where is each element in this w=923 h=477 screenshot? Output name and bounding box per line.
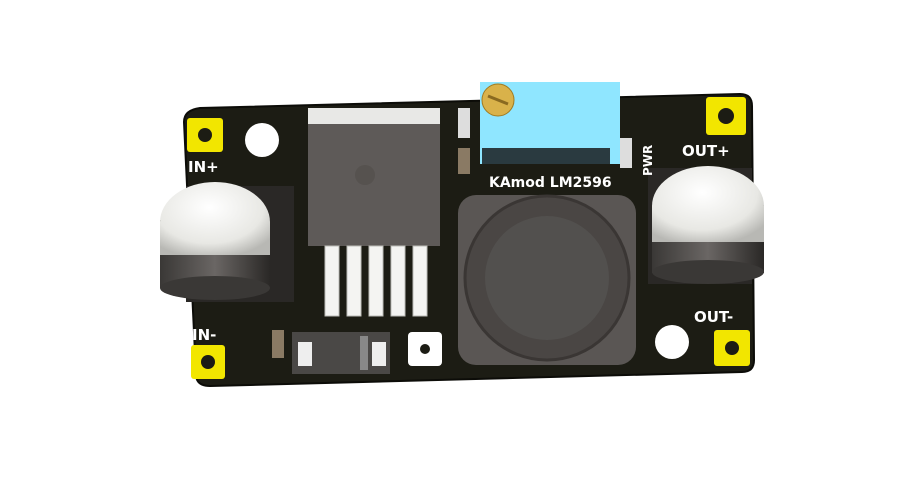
diode bbox=[292, 332, 390, 374]
smd-resistor bbox=[272, 330, 284, 358]
label-pwr: PWR bbox=[641, 145, 655, 176]
label-out-plus: OUT+ bbox=[682, 142, 730, 160]
mounting-hole bbox=[245, 123, 279, 157]
pad-in-minus bbox=[191, 345, 225, 379]
logo-icon bbox=[408, 332, 442, 366]
smd-resistor bbox=[458, 148, 470, 174]
board-title: KAmod LM2596 bbox=[489, 175, 612, 191]
label-out-minus: OUT- bbox=[694, 308, 733, 326]
potentiometer bbox=[480, 82, 620, 164]
inductor bbox=[458, 194, 636, 365]
pad-out-minus bbox=[714, 330, 750, 366]
capacitor-input bbox=[160, 182, 294, 302]
pad-out-plus bbox=[706, 97, 746, 135]
mounting-hole bbox=[655, 325, 689, 359]
regulator-ic bbox=[308, 108, 440, 317]
label-in-plus: IN+ bbox=[188, 158, 219, 176]
capacitor-output bbox=[648, 166, 764, 284]
smd-led bbox=[620, 138, 632, 168]
label-in-minus: IN- bbox=[192, 326, 216, 344]
pad-in-plus bbox=[187, 118, 223, 152]
smd-resistor bbox=[458, 108, 470, 138]
